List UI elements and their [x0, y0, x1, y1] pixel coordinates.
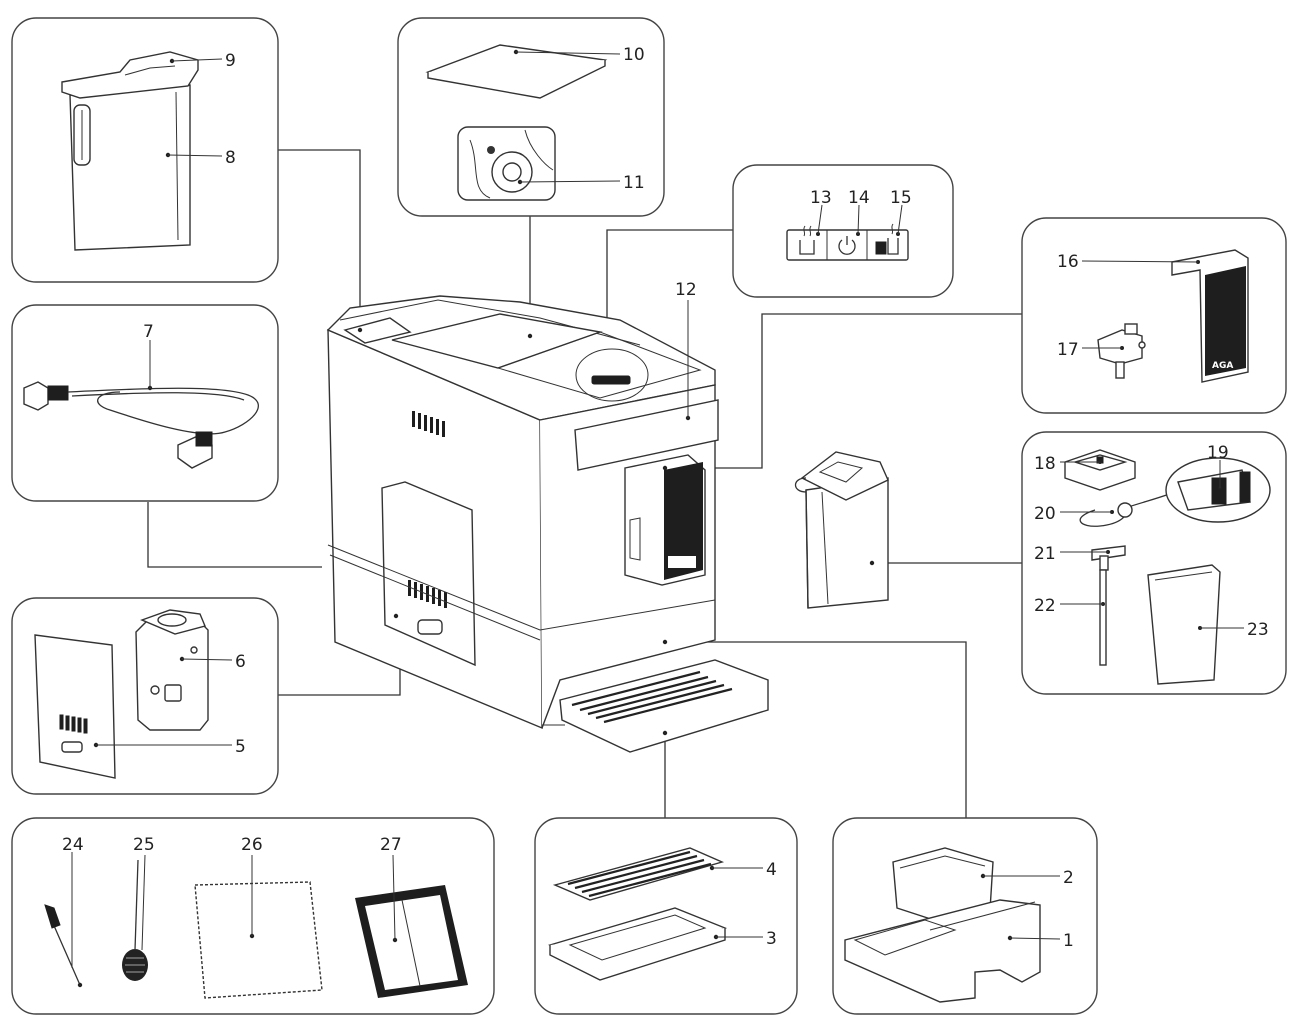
panel-control-buttons: 13 14 15 — [732, 164, 954, 298]
panel-bean-lid: 10 11 — [397, 17, 665, 217]
power-icon — [838, 236, 856, 255]
spout-unit — [624, 454, 706, 586]
callout-26: 26 — [241, 835, 263, 855]
callout-27: 27 — [380, 835, 402, 855]
brew-unit — [135, 609, 209, 731]
callout-24: 24 — [62, 835, 84, 855]
drip-grid — [552, 847, 725, 901]
callout-25: 25 — [133, 835, 155, 855]
callout-15: 15 — [890, 188, 912, 208]
panel-accessories: 24 25 26 27 — [11, 817, 495, 1015]
callout-7: 7 — [143, 322, 154, 342]
panel-grounds-container: 2 1 — [832, 817, 1098, 1015]
panel-brew-unit: 6 5 — [11, 597, 279, 795]
callout-11: 11 — [623, 173, 645, 193]
callout-1: 1 — [1063, 931, 1074, 951]
water-tank — [69, 84, 191, 251]
coffee-machine-body: 12 — [326, 280, 769, 753]
callout-18: 18 — [1034, 454, 1056, 474]
callout-22: 22 — [1034, 596, 1056, 616]
callout-5: 5 — [235, 737, 246, 757]
callout-13: 13 — [810, 188, 832, 208]
side-cover-door — [34, 634, 116, 779]
panel-drip-tray: 4 3 — [534, 817, 798, 1015]
milk-tube-zoom — [1165, 457, 1271, 523]
callout-21: 21 — [1034, 544, 1056, 564]
callout-9: 9 — [225, 51, 236, 71]
milk-jug-inner — [1147, 564, 1221, 685]
cleaning-brush — [44, 904, 81, 986]
coffee-spout — [1097, 323, 1146, 379]
bean-hopper-lid — [425, 44, 608, 99]
callout-6: 6 — [235, 652, 246, 672]
double-cup-icon — [875, 223, 899, 255]
callout-19: 19 — [1207, 443, 1229, 463]
panel-power-cord: 7 — [11, 304, 279, 502]
drip-tray — [548, 907, 728, 981]
callout-23: 23 — [1247, 620, 1269, 640]
brand-logo: AGA — [1212, 361, 1233, 371]
panel-water-tank: 9 8 — [11, 17, 279, 283]
callout-2: 2 — [1063, 868, 1074, 888]
callout-16: 16 — [1057, 252, 1079, 272]
callout-14: 14 — [848, 188, 870, 208]
callout-17: 17 — [1057, 340, 1079, 360]
callout-4: 4 — [766, 860, 777, 880]
milk-lid — [1064, 449, 1136, 491]
descaling-filter-coil — [122, 859, 148, 981]
grounds-drawer — [844, 899, 1041, 1003]
water-hardness-test-strip — [194, 881, 323, 999]
callout-20: 20 — [1034, 504, 1056, 524]
panel-spout-cover: AGA 16 17 — [1021, 217, 1287, 414]
cup-steam-icon — [799, 225, 815, 255]
callout-3: 3 — [766, 929, 777, 949]
callout-10: 10 — [623, 45, 645, 65]
callout-12: 12 — [675, 280, 697, 300]
milk-container — [794, 451, 889, 609]
panel-milk-system: 18 19 20 21 22 23 — [1021, 431, 1287, 695]
callout-8: 8 — [225, 148, 236, 168]
power-cord — [23, 381, 259, 469]
water-tank-lid — [61, 51, 199, 99]
suction-pipe — [1099, 569, 1107, 666]
spout-front-cover: AGA — [1171, 249, 1249, 383]
grinder-adjust-knob — [457, 126, 556, 201]
water-filter-frame — [355, 885, 468, 998]
